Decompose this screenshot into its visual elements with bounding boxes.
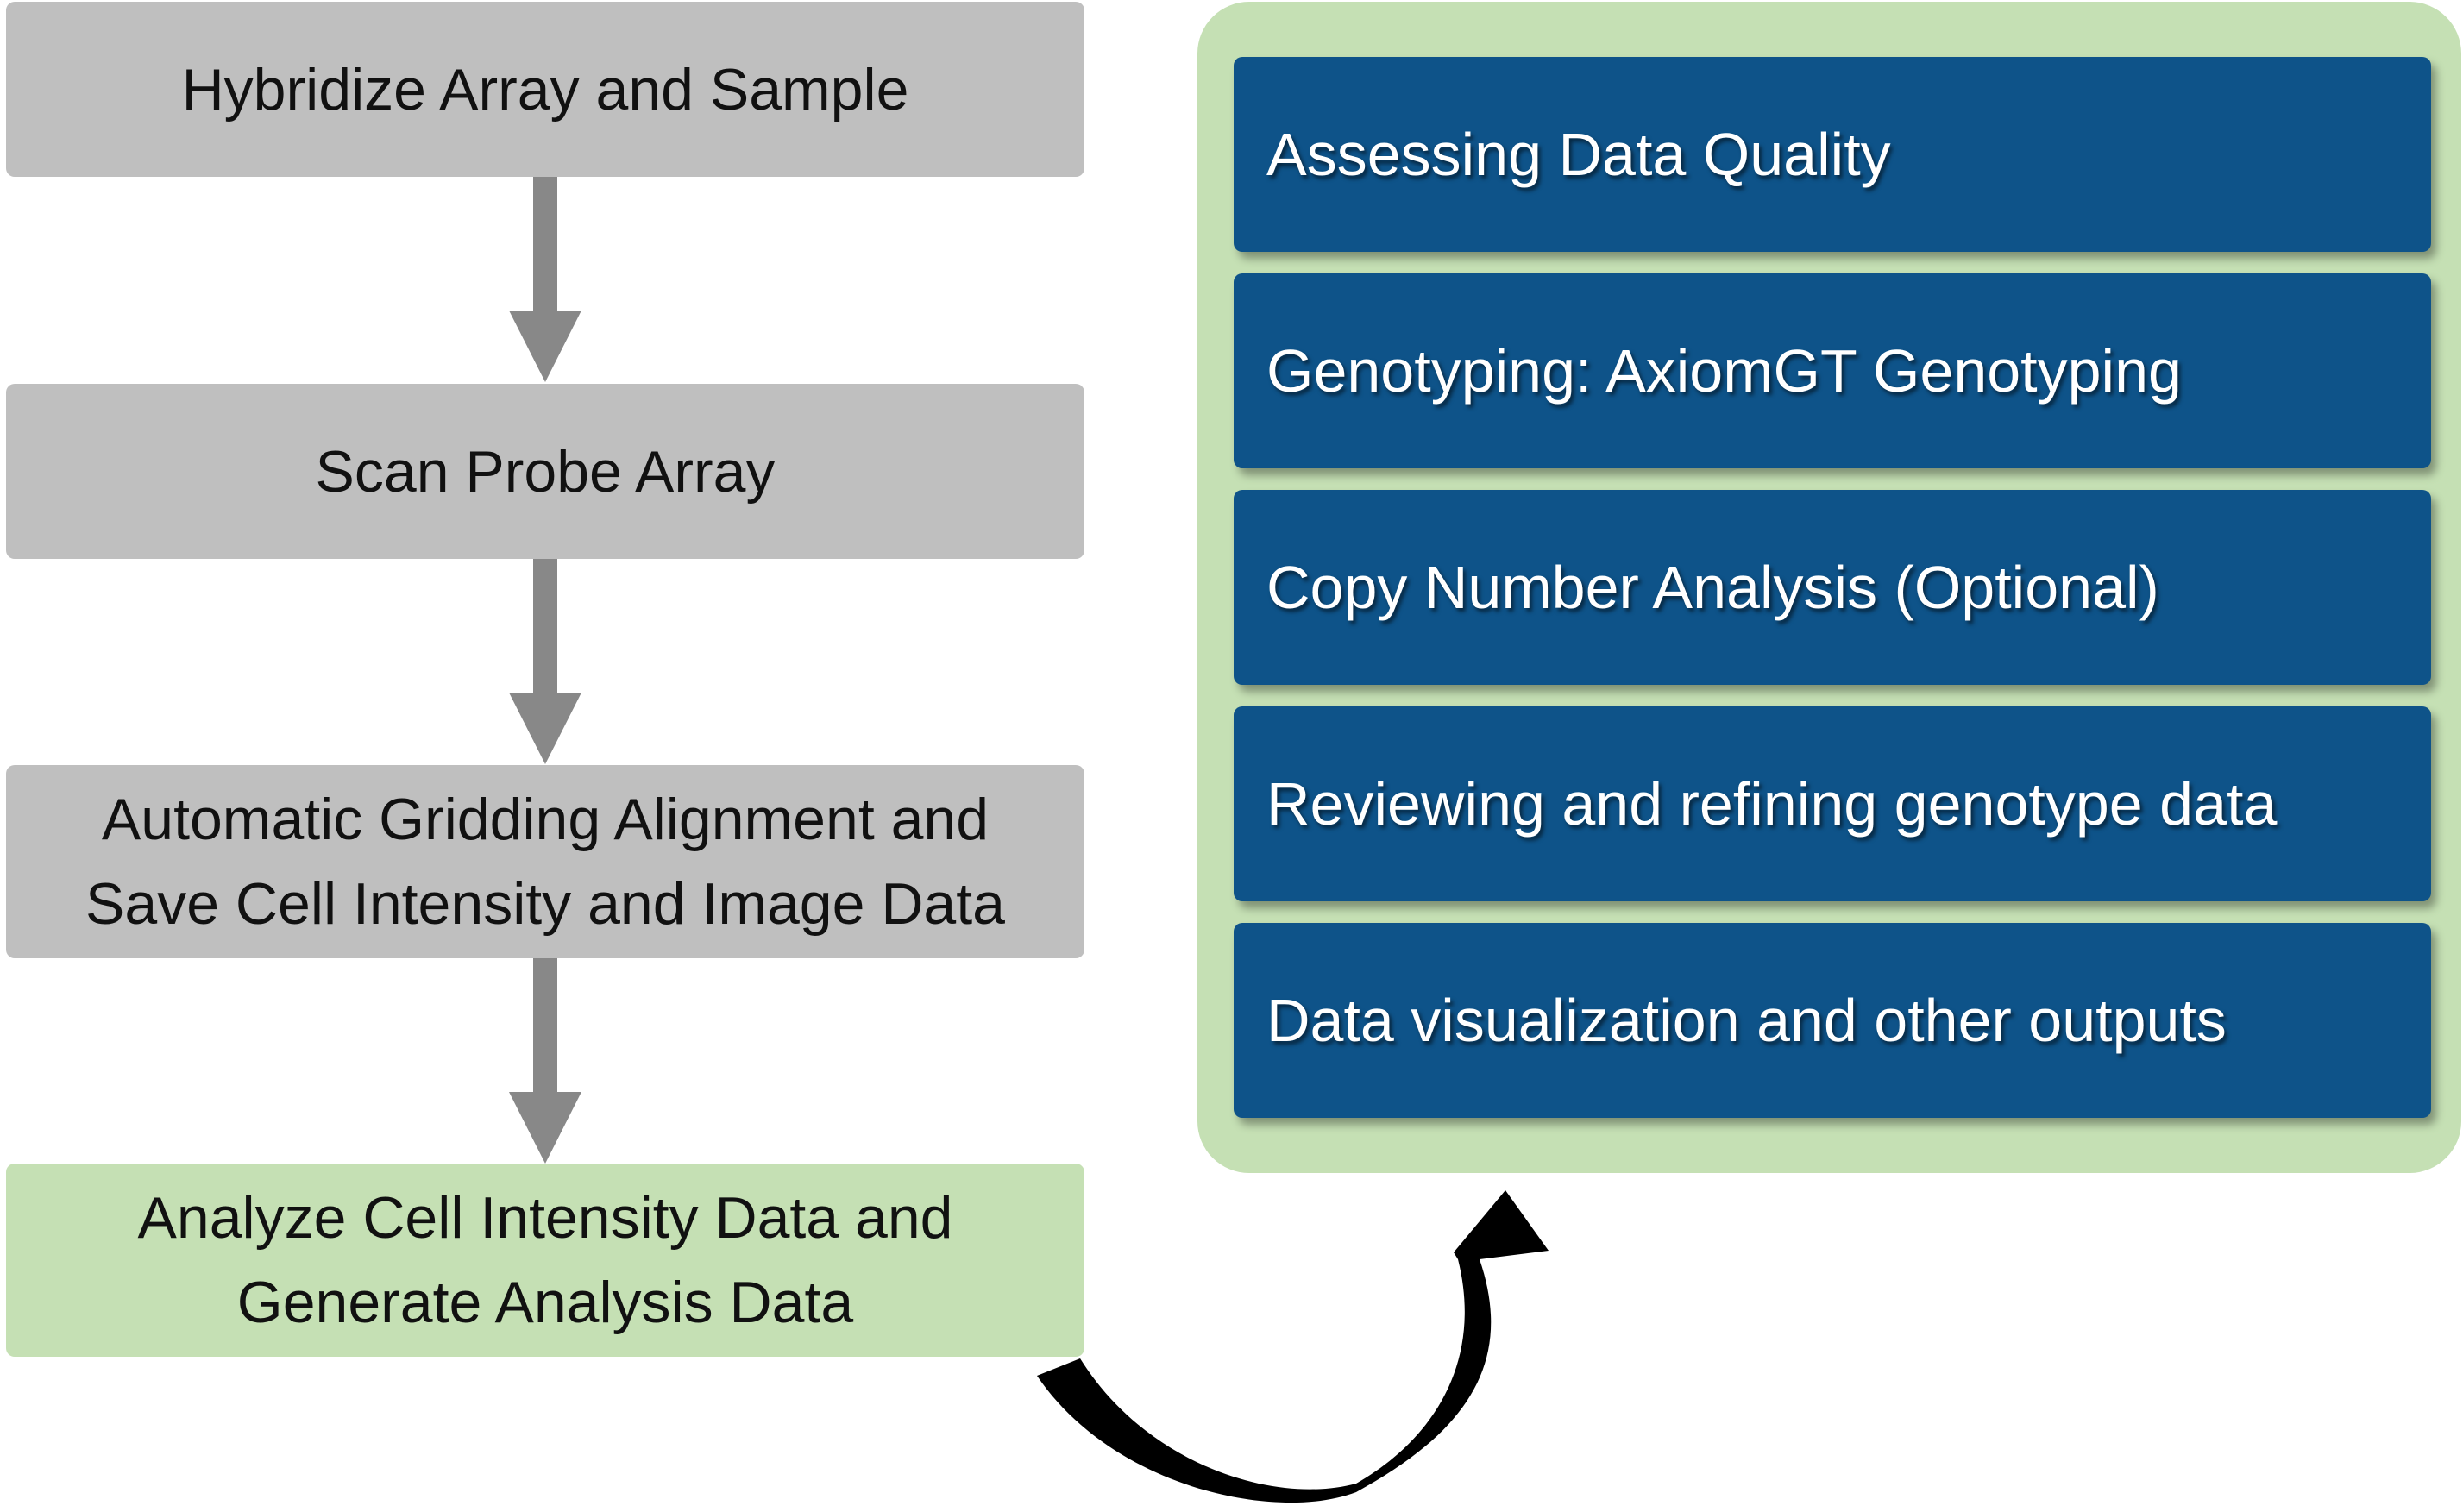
curved-arrow — [1037, 1190, 1549, 1503]
task-visualization: Data visualization and other outputs — [1234, 923, 2431, 1118]
task-visualization-label: Data visualization and other outputs — [1266, 987, 2227, 1054]
down-arrow-1 — [509, 177, 581, 382]
down-arrow-3 — [509, 958, 581, 1164]
step-analyze: Analyze Cell Intensity Data and Generate… — [6, 1164, 1084, 1357]
task-genotyping: Genotyping: AxiomGT Genotyping — [1234, 273, 2431, 468]
task-copy-number: Copy Number Analysis (Optional) — [1234, 490, 2431, 685]
step-gridding: Automatic Gridding Alignment and Save Ce… — [6, 765, 1084, 958]
step-hybridize-label: Hybridize Array and Sample — [181, 56, 909, 122]
step-hybridize: Hybridize Array and Sample — [6, 2, 1084, 177]
step-gridding-line-2: Save Cell Intensity and Image Data — [85, 871, 1005, 937]
step-scan: Scan Probe Array — [6, 384, 1084, 559]
step-scan-label: Scan Probe Array — [315, 438, 776, 505]
down-arrow-2 — [509, 559, 581, 764]
task-copy-number-label: Copy Number Analysis (Optional) — [1266, 554, 2159, 621]
step-analyze-line-2: Generate Analysis Data — [236, 1270, 854, 1335]
task-reviewing-label: Reviewing and refining genotype data — [1266, 770, 2278, 838]
step-gridding-line-1: Automatic Gridding Alignment and — [101, 787, 990, 852]
task-assessing-quality: Assessing Data Quality — [1234, 57, 2431, 252]
step-analyze-line-1: Analyze Cell Intensity Data and — [137, 1185, 953, 1251]
task-reviewing: Reviewing and refining genotype data — [1234, 706, 2431, 901]
task-genotyping-label: Genotyping: AxiomGT Genotyping — [1266, 337, 2182, 405]
task-assessing-quality-label: Assessing Data Quality — [1266, 121, 1891, 188]
